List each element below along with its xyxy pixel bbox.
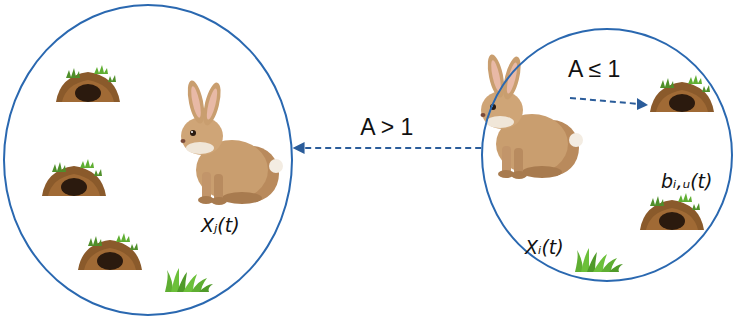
agent-label: Xᵢ(t): [525, 236, 564, 258]
label-slot: A ≤ 1: [566, 56, 622, 83]
agent-label: bᵢ,ᵤ(t): [661, 170, 712, 192]
region-circle: Xⱼ(t): [3, 4, 293, 316]
agent-label: Xⱼ(t): [201, 214, 240, 236]
label-slot: A > 1: [358, 114, 415, 141]
text-slot: Xᵢ(t): [525, 236, 564, 258]
arrow-head: [293, 142, 305, 154]
text-slot: Xⱼ(t): [201, 214, 240, 236]
condition-label: A ≤ 1: [566, 56, 622, 82]
condition-label: A > 1: [358, 114, 415, 140]
dashed-arrow: [303, 148, 482, 149]
text-slot: bᵢ,ᵤ(t): [661, 170, 712, 192]
